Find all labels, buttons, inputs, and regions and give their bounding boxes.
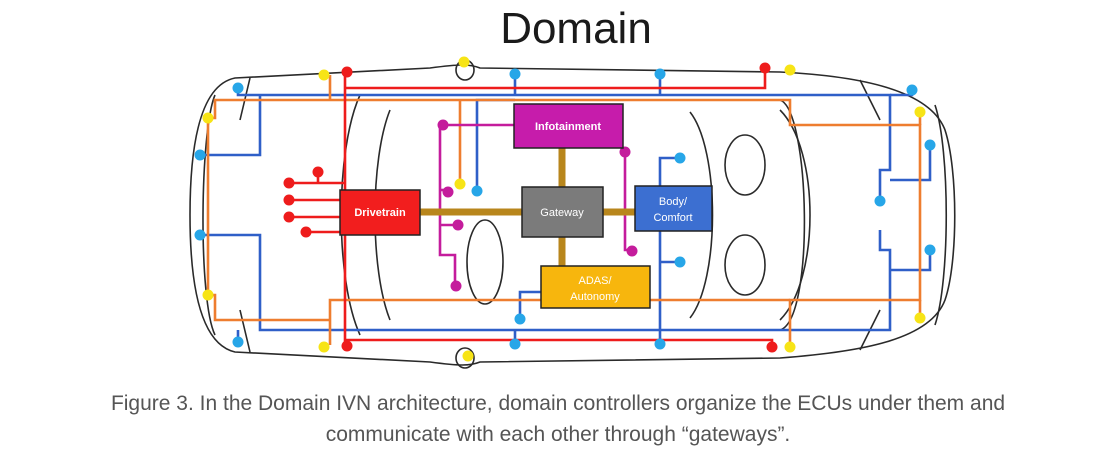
ecu-node xyxy=(341,340,353,352)
car-network-diagram: Infotainment Drivetrain Gateway Body/ Co… xyxy=(189,56,956,369)
ecu-node xyxy=(232,336,244,348)
gateway-backbone xyxy=(420,147,635,266)
body-comfort-label-line1: Body/ xyxy=(659,196,688,208)
ecu-node xyxy=(509,338,521,350)
ecu-node xyxy=(283,177,295,189)
ecu-node xyxy=(766,341,778,353)
magenta-nodes xyxy=(437,119,638,292)
drivetrain-label: Drivetrain xyxy=(354,207,406,219)
ecu-node xyxy=(509,68,521,80)
ecu-node xyxy=(514,313,526,325)
ecu-node xyxy=(674,256,686,268)
adas-label-line1: ADAS/ xyxy=(578,275,612,287)
ecu-node xyxy=(924,244,936,256)
ecu-node xyxy=(454,178,466,190)
ecu-node xyxy=(654,338,666,350)
ecu-node xyxy=(784,341,796,353)
ecu-node xyxy=(283,211,295,223)
ecu-nodes xyxy=(194,56,936,362)
gateway-controller: Gateway xyxy=(521,186,604,238)
figure-caption: Figure 3. In the Domain IVN architecture… xyxy=(20,388,1096,450)
ecu-node xyxy=(924,139,936,151)
car-outline xyxy=(189,59,956,369)
adas-controller: ADAS/ Autonomy xyxy=(540,265,651,309)
ecu-node xyxy=(619,146,631,158)
ecu-node xyxy=(318,69,330,81)
body-comfort-controller: Body/ Comfort xyxy=(634,185,713,232)
ecu-node xyxy=(471,185,483,197)
ecu-node xyxy=(194,229,206,241)
ecu-node xyxy=(784,64,796,76)
caption-line-2: communicate with each other through “gat… xyxy=(325,423,791,446)
drivetrain-controller: Drivetrain xyxy=(339,189,421,236)
caption-line-1: Figure 3. In the Domain IVN architecture… xyxy=(110,392,1006,415)
cyan-nodes xyxy=(194,68,936,350)
ecu-node xyxy=(462,350,474,362)
ecu-node xyxy=(194,149,206,161)
ecu-node xyxy=(626,245,638,257)
yellow-nodes xyxy=(202,56,926,362)
ecu-node xyxy=(300,226,312,238)
adas-label-line2: Autonomy xyxy=(570,291,620,303)
ecu-node xyxy=(906,84,918,96)
ecu-node xyxy=(914,106,926,118)
infotainment-label: Infotainment xyxy=(535,121,601,133)
ecu-node xyxy=(283,194,295,206)
ecu-node xyxy=(232,82,244,94)
ecu-node xyxy=(914,312,926,324)
ecu-node xyxy=(674,152,686,164)
diagram-title: Domain xyxy=(500,4,652,53)
ecu-node xyxy=(318,341,330,353)
ecu-node xyxy=(874,195,886,207)
ecu-node xyxy=(654,68,666,80)
ecu-node xyxy=(437,119,449,131)
ecu-node xyxy=(442,186,454,198)
ecu-node xyxy=(452,219,464,231)
gateway-label: Gateway xyxy=(540,207,584,219)
infotainment-controller: Infotainment xyxy=(513,103,624,149)
ecu-node xyxy=(202,289,214,301)
ecu-node xyxy=(458,56,470,68)
ecu-node xyxy=(759,62,771,74)
red-nodes xyxy=(283,62,778,353)
ecu-node xyxy=(312,166,324,178)
ecu-node xyxy=(450,280,462,292)
body-comfort-label-line2: Comfort xyxy=(653,212,692,224)
ecu-node xyxy=(202,112,214,124)
ecu-node xyxy=(341,66,353,78)
